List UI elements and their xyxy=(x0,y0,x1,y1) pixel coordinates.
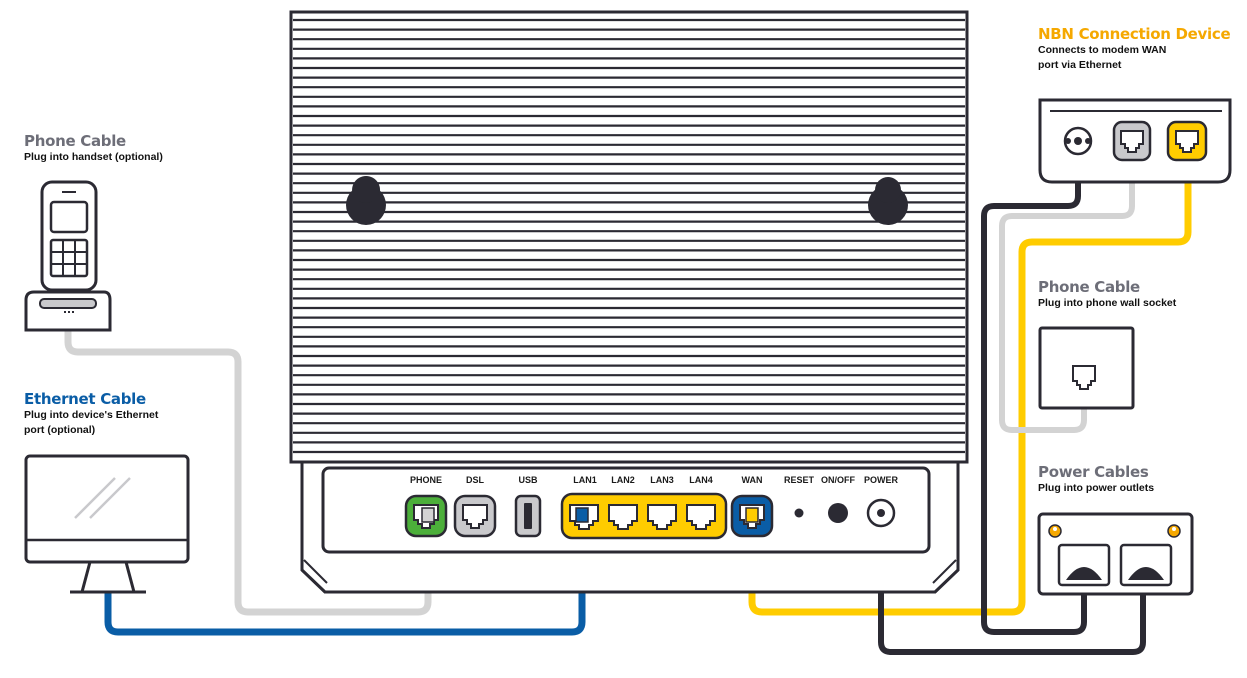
label-title: Ethernet Cable xyxy=(24,390,146,408)
label-desc: Plug into phone wall socket xyxy=(1038,297,1177,309)
label-desc-2: port (optional) xyxy=(24,424,96,436)
label-desc: Plug into power outlets xyxy=(1038,482,1155,494)
label-power-cables: Power Cables Plug into power outlets xyxy=(1038,463,1154,496)
lan-ports-block xyxy=(560,492,728,540)
plugs xyxy=(421,507,759,523)
label-nbn-device: NBN Connection Device Connects to modem … xyxy=(1038,25,1231,73)
modem-vents xyxy=(293,18,965,454)
port-label-wan: WAN xyxy=(742,475,763,485)
power-cable-nbn xyxy=(981,147,1087,635)
phone-cable-handset xyxy=(64,326,432,616)
power-cable-modem xyxy=(878,513,1146,655)
ethernet-cable-blue xyxy=(104,511,586,636)
onoff-button xyxy=(828,503,848,523)
label-desc-2: port via Ethernet xyxy=(1038,59,1122,71)
label-desc-1: Connects to modem WAN xyxy=(1038,44,1167,56)
port-label-dsl: DSL xyxy=(466,475,485,485)
label-phone-cable-wall: Phone Cable Plug into phone wall socket xyxy=(1038,278,1176,311)
phone-cable-wall xyxy=(999,147,1135,433)
port-label-usb: USB xyxy=(518,475,538,485)
cables xyxy=(64,146,1192,655)
port-label-lan3: LAN3 xyxy=(650,475,674,485)
port-label-reset: RESET xyxy=(784,475,815,485)
port-label-lan2: LAN2 xyxy=(611,475,635,485)
port-labels: PHONE DSL USB LAN1 LAN2 LAN3 LAN4 WAN RE… xyxy=(410,475,899,485)
power-outlet-icon xyxy=(1037,512,1194,596)
port-label-lan4: LAN4 xyxy=(689,475,713,485)
label-title: Power Cables xyxy=(1038,463,1149,481)
lan2-port xyxy=(608,504,638,530)
port-label-power: POWER xyxy=(864,475,899,485)
label-ethernet-cable: Ethernet Cable Plug into device's Ethern… xyxy=(24,390,158,438)
port-label-lan1: LAN1 xyxy=(573,475,597,485)
wall-socket-icon xyxy=(1038,326,1135,410)
label-title: NBN Connection Device xyxy=(1038,25,1231,43)
lan3-port xyxy=(647,504,677,530)
lan4-port xyxy=(686,504,716,530)
nbn-device-icon xyxy=(1038,98,1232,184)
label-title: Phone Cable xyxy=(24,132,126,150)
label-title: Phone Cable xyxy=(1038,278,1140,296)
port-label-onoff: ON/OFF xyxy=(821,475,855,485)
reset-button xyxy=(794,508,804,518)
computer-monitor-icon xyxy=(24,454,190,594)
label-desc-1: Plug into device's Ethernet xyxy=(24,409,159,421)
cordless-phone-icon xyxy=(24,180,112,332)
port-label-phone: PHONE xyxy=(410,475,442,485)
label-desc: Plug into handset (optional) xyxy=(24,151,163,163)
label-phone-cable-handset: Phone Cable Plug into handset (optional) xyxy=(24,132,163,165)
